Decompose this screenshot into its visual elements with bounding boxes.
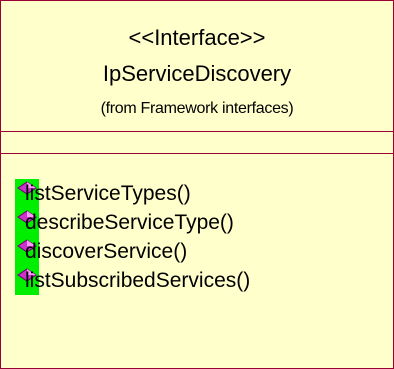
operation-label: listServiceTypes() [25,182,191,205]
public-operation-icon [15,208,39,237]
operation-item[interactable]: listServiceTypes() [1,179,393,208]
operation-item[interactable]: describeServiceType() [1,208,393,237]
public-operation-icon [15,179,39,208]
class-header: <<Interface>> IpServiceDiscovery (from F… [1,1,393,131]
operation-label: listSubscribedServices() [25,269,251,292]
operation-label: discoverService() [25,240,188,263]
operation-item[interactable]: discoverService() [1,237,393,266]
class-package: (from Framework interfaces) [100,100,294,117]
class-stereotype: <<Interface>> [128,25,266,50]
operation-item[interactable]: listSubscribedServices() [1,266,393,295]
operation-label: describeServiceType() [25,211,234,234]
class-name: IpServiceDiscovery [102,61,292,86]
attributes-divider [1,131,393,132]
public-operation-icon [15,237,39,266]
public-operation-icon [15,266,39,295]
operations-divider [1,153,393,154]
operations-list: listServiceTypes() describeServiceType()… [1,179,393,295]
